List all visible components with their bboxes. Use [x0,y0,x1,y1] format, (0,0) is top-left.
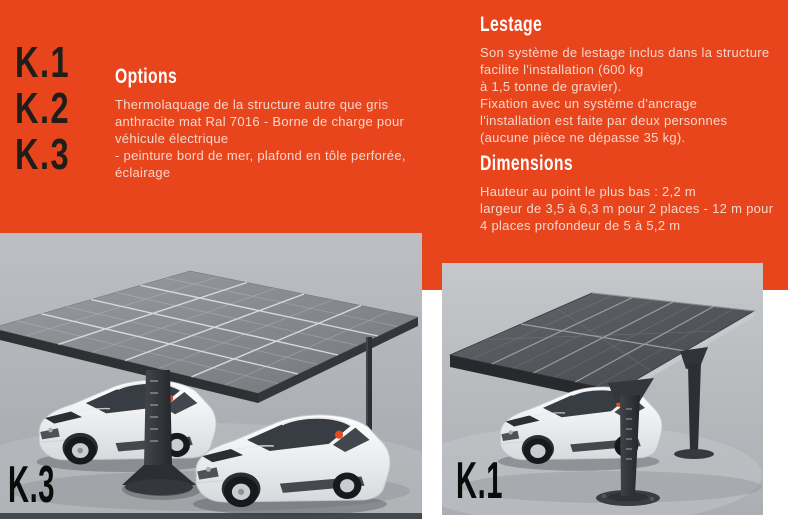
lestage-text-line: Fixation avec un système d'ancrage [480,96,698,111]
photo-bottom-edge [0,513,422,519]
dimensions-text: Hauteur au point le plus bas : 2,2 m lar… [480,183,780,234]
dimensions-text-line: Hauteur au point le plus bas : 2,2 m [480,184,697,199]
options-text-line: véhicule électrique [115,131,229,146]
carport-k1-illustration [442,263,763,515]
dimensions-text-line: largeur de 3,5 à 6,3 m pour 2 places - 1… [480,201,774,216]
ground-shadow [462,471,762,503]
caption-k3: K.3 [8,456,55,514]
options-text-line: éclairage [115,165,171,180]
lestage-dimensions-section: Lestage Son système de lestage inclus da… [480,14,780,234]
caption-k1: K.1 [456,452,503,510]
model-k1-label: K.1 [15,38,71,87]
rear-pillar [674,347,714,459]
center-pillar [122,370,202,500]
dimensions-text-line: 4 places profondeur de 5 à 5,2 m [480,218,681,233]
options-text-line: Thermolaquage de la structure autre que … [115,97,389,112]
lestage-text-line: facilite l'installation (600 kg [480,62,644,77]
lestage-text-line: (aucune pièce ne dépasse 35 kg). [480,130,686,145]
lestage-text-line: l'installation est faite par deux person… [480,113,728,128]
carport-k1-photo: K.1 [442,263,763,515]
front-pillar [596,378,660,506]
model-k2-label: K.2 [15,84,71,133]
options-section: Options Thermolaquage de la structure au… [115,66,435,181]
lestage-text: Son système de lestage inclus dans la st… [480,44,780,146]
model-list: K.1 K.2 K.3 [15,40,70,178]
model-k3-label: K.3 [15,130,71,179]
lestage-title: Lestage [480,13,543,36]
lestage-text-line: à 1,5 tonne de gravier). [480,79,622,94]
options-text-line: - peinture bord de mer, plafond en tôle … [115,148,406,163]
options-text: Thermolaquage de la structure autre que … [115,96,435,181]
solar-panel-roof [0,270,419,403]
options-text-line: anthracite mat Ral 7016 - Borne de charg… [115,114,405,129]
carport-k3-photo: K.3 [0,233,422,519]
carport-k3-illustration [0,233,422,519]
options-title: Options [115,65,178,88]
dimensions-title: Dimensions [480,152,574,175]
lestage-text-line: Son système de lestage inclus dans la st… [480,45,770,60]
